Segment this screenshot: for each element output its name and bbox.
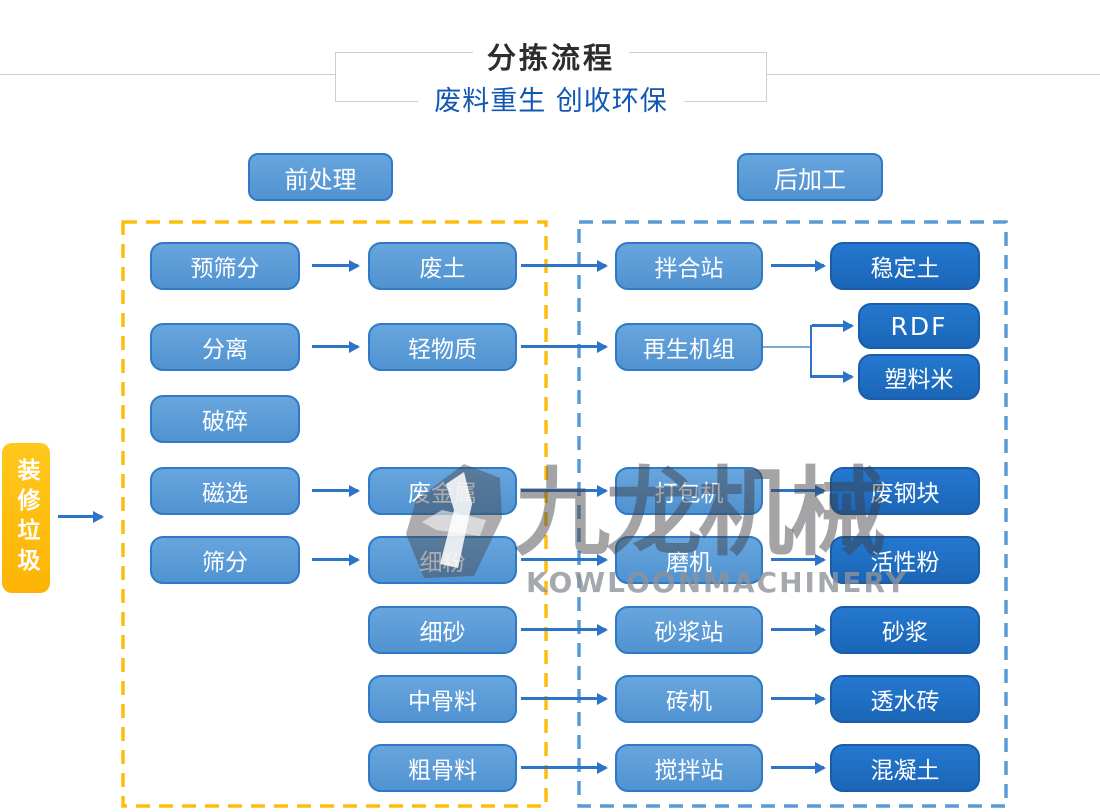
flow-arrow: [312, 558, 358, 561]
node-medium-aggregate: 中骨料: [368, 675, 517, 723]
node-mortar-plant: 砂浆站: [615, 606, 763, 654]
flow-arrow: [521, 558, 606, 561]
flow-arrow: [521, 489, 606, 492]
node-stabilized-soil: 稳定土: [830, 242, 980, 290]
node-recycling-unit: 再生机组: [615, 323, 763, 371]
node-decoration-waste: 装修垃圾: [2, 443, 50, 593]
node-concrete-mixing-plant: 搅拌站: [615, 744, 763, 792]
flow-arrow: [521, 697, 606, 700]
node-fine-powder: 细粉: [368, 536, 517, 584]
node-plastic-pellets: 塑料米: [858, 354, 980, 400]
flow-arrow: [812, 324, 852, 327]
page-title: 分拣流程: [472, 35, 630, 77]
flow-arrow: [521, 264, 606, 267]
flow-arrow: [312, 264, 358, 267]
flow-arrow: [771, 766, 824, 769]
node-magnetic-separation: 磁选: [150, 467, 300, 515]
node-scrap-steel-block: 废钢块: [830, 467, 980, 515]
node-active-powder: 活性粉: [830, 536, 980, 584]
node-mortar: 砂浆: [830, 606, 980, 654]
node-rdf: RDF: [858, 303, 980, 349]
node-baler: 打包机: [615, 467, 763, 515]
flow-arrow: [521, 345, 606, 348]
node-mill: 磨机: [615, 536, 763, 584]
page-subtitle: 废料重生 创收环保: [418, 79, 684, 118]
node-pre-screening: 预筛分: [150, 242, 300, 290]
flow-arrow: [521, 766, 606, 769]
node-fine-sand: 细砂: [368, 606, 517, 654]
flow-arrow: [58, 515, 102, 518]
flow-arrow: [771, 628, 824, 631]
node-brick-machine: 砖机: [615, 675, 763, 723]
section-label-postprocessing: 后加工: [737, 153, 883, 201]
node-waste-soil: 废土: [368, 242, 517, 290]
flow-arrow: [312, 489, 358, 492]
section-label-preprocessing: 前处理: [248, 153, 393, 201]
node-screening: 筛分: [150, 536, 300, 584]
node-permeable-brick: 透水砖: [830, 675, 980, 723]
flow-arrow: [812, 375, 852, 378]
node-mixing-plant: 拌合站: [615, 242, 763, 290]
title-frame: 分拣流程 废料重生 创收环保: [335, 35, 767, 118]
node-separation: 分离: [150, 323, 300, 371]
flow-arrow: [771, 697, 824, 700]
flow-arrow: [771, 489, 824, 492]
branch-line: [810, 325, 812, 378]
flow-arrow: [771, 264, 824, 267]
flow-arrow: [771, 558, 824, 561]
node-scrap-metal: 废金属: [368, 467, 517, 515]
node-crushing: 破碎: [150, 395, 300, 443]
flow-arrow: [521, 628, 606, 631]
node-coarse-aggregate: 粗骨料: [368, 744, 517, 792]
node-concrete: 混凝土: [830, 744, 980, 792]
branch-line: [763, 346, 811, 348]
node-light-material: 轻物质: [368, 323, 517, 371]
flow-arrow: [312, 345, 358, 348]
